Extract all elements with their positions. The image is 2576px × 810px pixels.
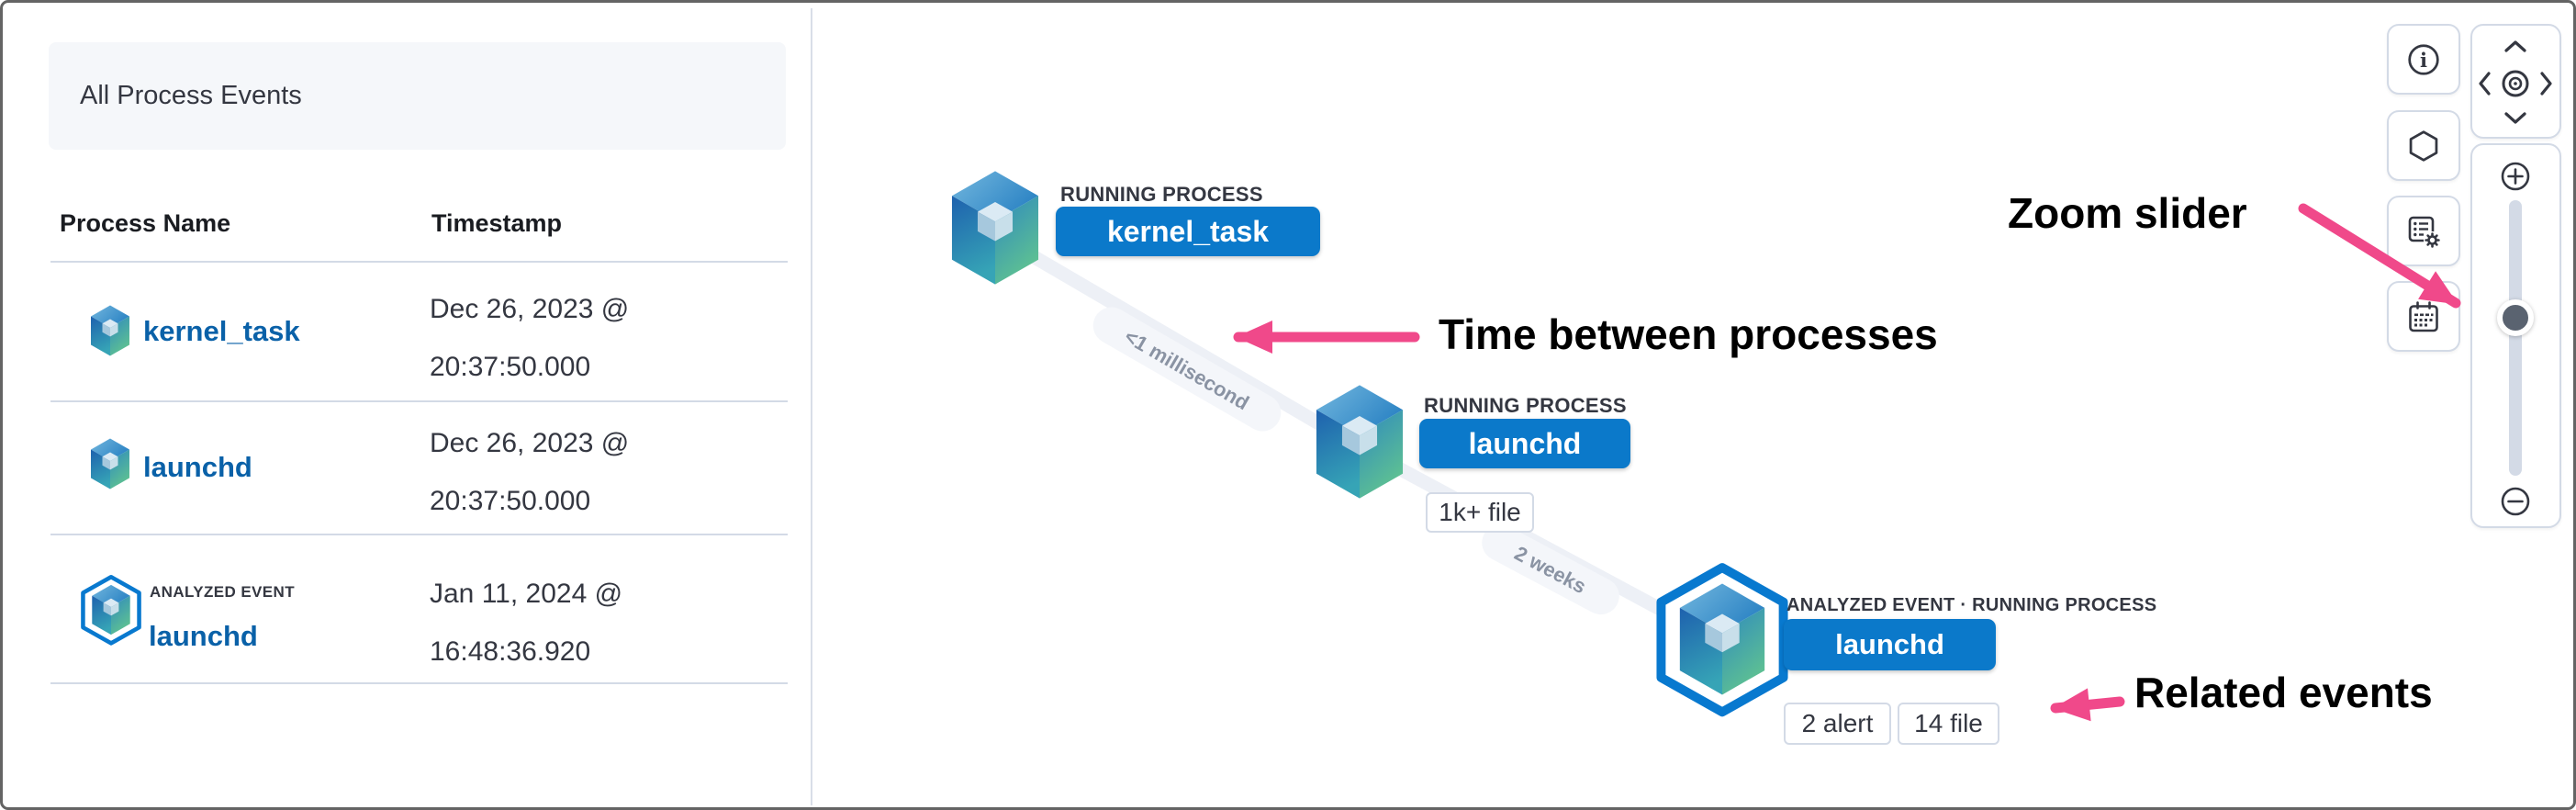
process-name-link[interactable]: launchd bbox=[149, 620, 258, 652]
process-pill[interactable]: launchd bbox=[1419, 419, 1630, 468]
timestamp-cell: Dec 26, 2023 @ 20:37:50.000 bbox=[430, 428, 630, 516]
svg-text:2 weeks: 2 weeks bbox=[1511, 542, 1590, 599]
node-type-label: RUNNING PROCESS bbox=[1424, 394, 1627, 417]
process-cube-icon bbox=[87, 437, 133, 490]
hexagon-icon bbox=[2409, 129, 2438, 162]
edge-duration-label: 2 weeks bbox=[1482, 523, 1619, 615]
calendar-icon bbox=[2409, 300, 2438, 332]
annotation-related-events: Related events bbox=[2134, 669, 2433, 716]
zoom-in-icon[interactable] bbox=[2500, 161, 2531, 192]
analyzed-event-badge: ANALYZED EVENT bbox=[150, 583, 295, 601]
pan-left-icon[interactable] bbox=[2478, 72, 2492, 96]
process-name-link[interactable]: kernel_task bbox=[143, 315, 300, 347]
node-type-label: RUNNING PROCESS bbox=[1060, 183, 1263, 206]
svg-text:i: i bbox=[2420, 48, 2427, 71]
panel-title: All Process Events bbox=[80, 81, 302, 110]
svg-text:<1 millisecond: <1 millisecond bbox=[1121, 325, 1253, 415]
panel-title-bar: All Process Events bbox=[49, 42, 786, 150]
zoom-out-icon[interactable] bbox=[2500, 486, 2531, 517]
list-settings-icon bbox=[2408, 216, 2441, 249]
process-pill[interactable]: kernel_task bbox=[1056, 207, 1320, 256]
timestamp-cell: Dec 26, 2023 @ 20:37:50.000 bbox=[430, 294, 630, 382]
process-cube-icon bbox=[87, 304, 133, 357]
zoom-slider-thumb[interactable] bbox=[2497, 299, 2534, 336]
table-header-divider bbox=[50, 261, 788, 263]
pan-down-icon[interactable] bbox=[2504, 111, 2526, 125]
process-cube-icon[interactable] bbox=[944, 168, 1047, 287]
zoom-slider-track[interactable] bbox=[2509, 200, 2522, 476]
process-pill[interactable]: launchd bbox=[1784, 619, 1996, 670]
column-header-process-name: Process Name bbox=[60, 209, 231, 237]
pan-up-icon[interactable] bbox=[2504, 39, 2526, 53]
process-name-link[interactable]: launchd bbox=[143, 451, 252, 483]
annotation-time-between: Time between processes bbox=[1439, 310, 1938, 358]
process-cube-icon[interactable] bbox=[1308, 382, 1411, 501]
related-count-pill[interactable]: 1k+ file bbox=[1426, 492, 1534, 533]
pan-right-icon[interactable] bbox=[2539, 72, 2553, 96]
row-divider bbox=[50, 400, 788, 402]
node-legend-button[interactable]: i bbox=[2387, 24, 2460, 95]
related-events-arrow bbox=[2050, 688, 2125, 722]
alert-count-pill[interactable]: 2 alert bbox=[1784, 703, 1891, 745]
row-divider bbox=[50, 682, 788, 684]
column-header-timestamp: Timestamp bbox=[431, 209, 563, 237]
edge-duration-label: <1 millisecond bbox=[1092, 307, 1282, 432]
analyzed-event-hexagon-icon bbox=[78, 574, 144, 646]
center-camera-icon[interactable] bbox=[2500, 68, 2531, 99]
info-icon: i bbox=[2408, 43, 2439, 75]
file-count-pill[interactable]: 14 file bbox=[1898, 703, 1999, 745]
row-divider bbox=[50, 534, 788, 535]
panel-divider bbox=[811, 8, 812, 805]
source-config-button[interactable] bbox=[2387, 196, 2460, 266]
date-picker-button[interactable] bbox=[2387, 281, 2460, 352]
timestamp-cell: Jan 11, 2024 @ 16:48:36.920 bbox=[430, 579, 623, 667]
analyzed-event-hexagon-icon[interactable] bbox=[1651, 561, 1794, 717]
schema-button[interactable] bbox=[2387, 110, 2460, 181]
node-type-label: ANALYZED EVENT · RUNNING PROCESS bbox=[1786, 595, 2157, 615]
annotation-zoom-slider: Zoom slider bbox=[2008, 189, 2247, 237]
